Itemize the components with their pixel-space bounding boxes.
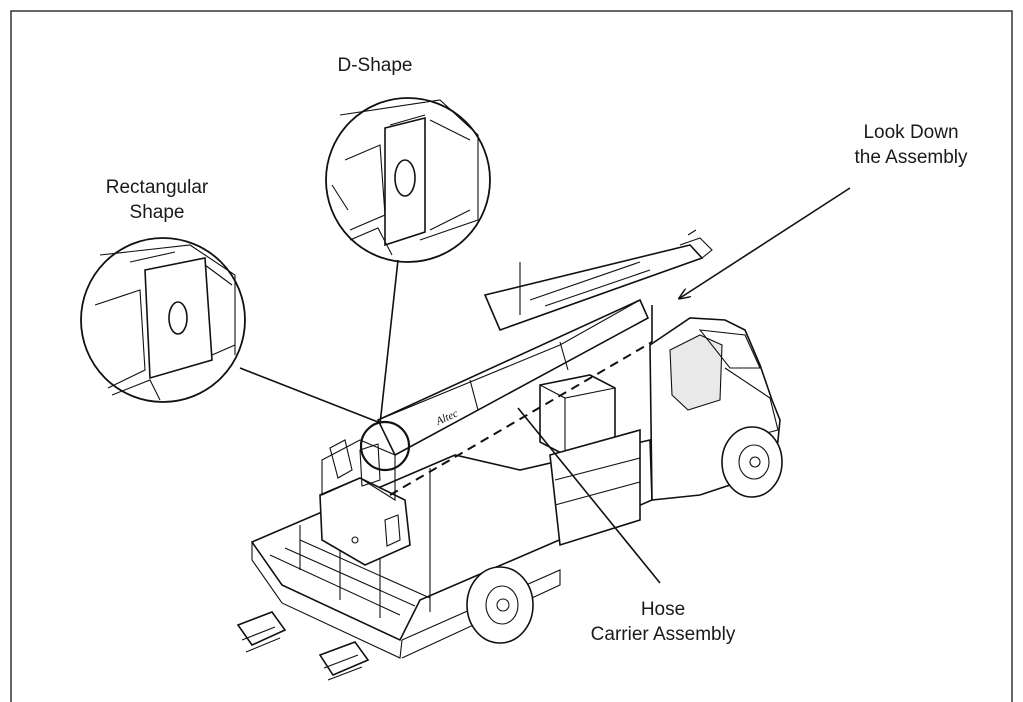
front-wheel-hub	[738, 444, 770, 480]
hose-carrier-leader	[517, 407, 661, 584]
label-rectangular-line2: Shape	[130, 202, 185, 223]
label-hose-line1: Hose	[641, 599, 685, 620]
look-down-arrow	[680, 187, 851, 298]
boom-main	[376, 298, 650, 457]
boom-truck-illustration: Altec	[236, 229, 783, 681]
boom-jib	[483, 244, 704, 332]
compartment-lines	[554, 457, 641, 506]
toolbox-lid	[539, 384, 616, 455]
cab-windshield	[698, 329, 761, 369]
rear-wheel	[466, 566, 534, 644]
rectangular-shape-detail-inset	[80, 237, 246, 403]
boom-top	[377, 299, 641, 421]
d-shape-leader	[379, 259, 399, 425]
flatbed-rail	[299, 468, 431, 618]
label-d-shape: D-Shape	[338, 55, 413, 76]
turret-door	[384, 514, 401, 547]
assembly-centerline	[389, 341, 653, 496]
jib-tip	[679, 229, 713, 259]
rear-step-right-2	[323, 654, 363, 681]
label-look-down-line1: Look Down	[863, 122, 958, 143]
turret-hatch	[321, 439, 396, 501]
storage-compartment	[549, 428, 641, 547]
label-look-down-line2: the Assembly	[855, 147, 968, 168]
rear-step-left	[236, 611, 287, 647]
flatbed-edge	[251, 542, 403, 659]
jib-detail	[529, 261, 651, 307]
turret-mechanism	[329, 439, 381, 487]
label-hose-line2: Carrier Assembly	[591, 624, 736, 645]
d-shape-location-ring	[359, 420, 411, 472]
cab-window	[669, 334, 723, 411]
d-shape-detail-inset	[325, 97, 491, 263]
rear-wheel-center	[496, 598, 510, 612]
front-wheel	[721, 426, 783, 498]
rear-step-left-2	[241, 626, 281, 653]
figure-frame	[10, 10, 1013, 702]
front-wheel-center	[749, 456, 761, 468]
rectangular-shape-hole	[168, 301, 188, 335]
rear-step-right	[318, 641, 370, 677]
turret-bolt	[351, 536, 359, 544]
label-rectangular-line1: Rectangular	[106, 177, 209, 198]
rectangular-shape-leader	[239, 367, 379, 423]
boom-section-joints	[469, 341, 569, 411]
flatbed-hatch	[269, 539, 431, 616]
d-shape-hole	[394, 159, 416, 197]
rear-wheel-hub	[485, 585, 519, 625]
